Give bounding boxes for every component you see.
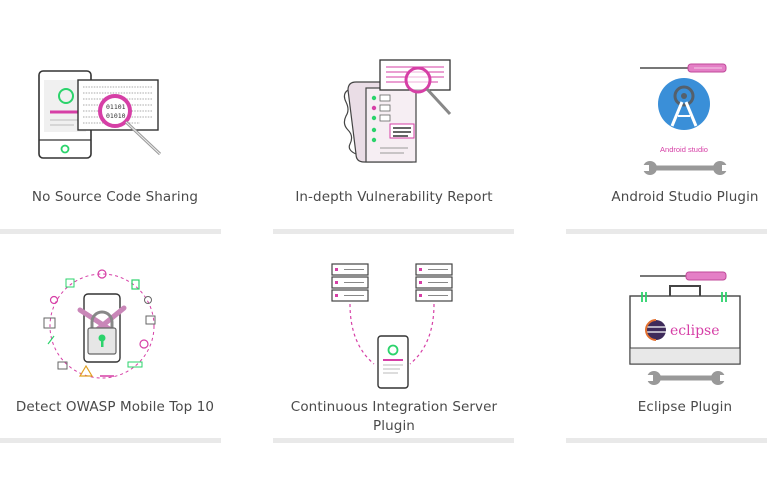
svg-text:01010: 01010 xyxy=(106,112,126,120)
svg-text:01101: 01101 xyxy=(106,103,126,111)
phone-icon xyxy=(377,335,409,389)
padlock-icon xyxy=(87,310,117,355)
checklist-icon xyxy=(371,94,415,154)
report-scroll-illustration xyxy=(343,59,452,163)
magnifier-icon xyxy=(404,66,432,94)
feature-label: In-depth Vulnerability Report xyxy=(295,189,493,205)
eclipse-logo-icon xyxy=(645,319,666,341)
magnifier-icon xyxy=(98,94,132,128)
card-divider xyxy=(0,229,221,234)
android-studio-illustration: Android studio xyxy=(640,63,730,175)
server-icon xyxy=(331,263,369,302)
card-divider xyxy=(273,438,514,443)
magnifier-code-illustration: 01101 01010 xyxy=(38,70,162,159)
ci-servers-illustration xyxy=(331,263,453,389)
server-icon xyxy=(415,263,453,302)
screwdriver-icon xyxy=(640,271,727,281)
feature-label: Android Studio Plugin xyxy=(611,189,759,205)
card-divider xyxy=(566,438,767,443)
wrench-icon xyxy=(645,371,728,385)
card-divider xyxy=(273,229,514,234)
card-divider xyxy=(566,229,767,234)
svg-text:eclipse: eclipse xyxy=(670,323,720,339)
feature-label: Detect OWASP Mobile Top 10 xyxy=(15,399,215,415)
toolbox-icon xyxy=(629,292,741,365)
owasp-lock-illustration xyxy=(43,269,156,379)
feature-label: Continuous Integration Server Plugin xyxy=(290,399,498,434)
screwdriver-icon xyxy=(640,63,727,73)
svg-text:Android studio: Android studio xyxy=(660,145,708,154)
android-studio-logo-icon xyxy=(658,78,710,130)
card-divider xyxy=(0,438,221,443)
feature-label: No Source Code Sharing xyxy=(31,189,199,205)
feature-label: Eclipse Plugin xyxy=(637,399,733,415)
eclipse-toolbox-illustration: eclipse xyxy=(629,271,741,385)
wrench-icon xyxy=(641,161,730,175)
